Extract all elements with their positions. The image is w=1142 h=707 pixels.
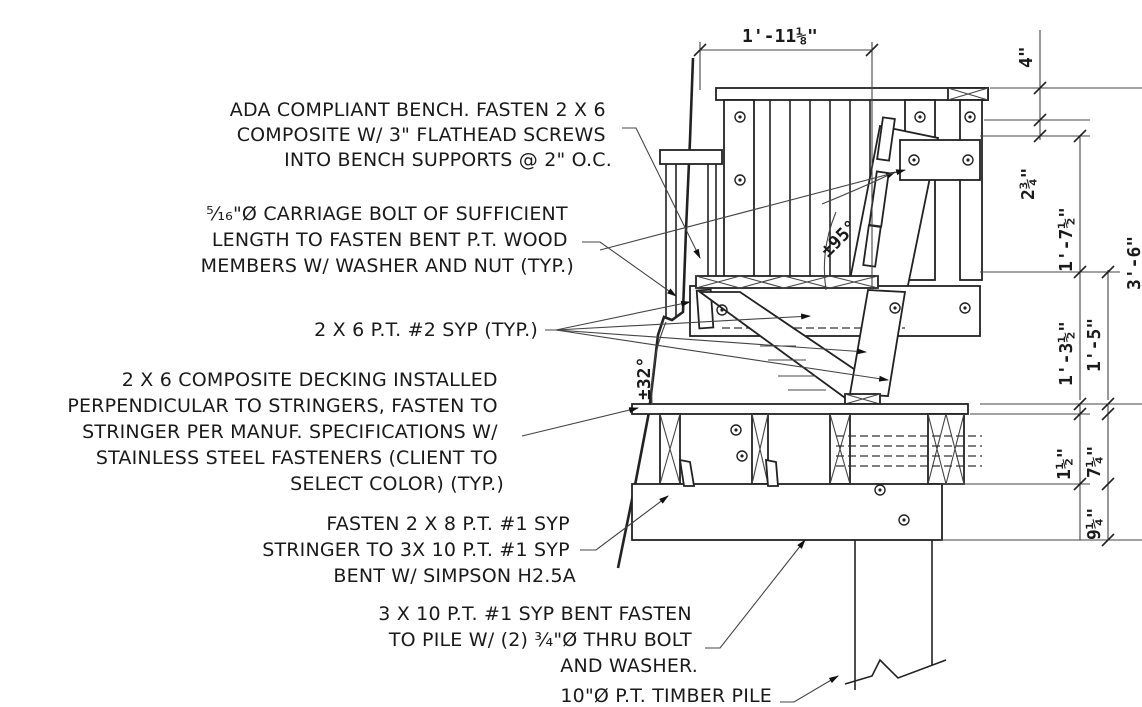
seat-slats	[695, 275, 879, 289]
vertical-seat-leg	[848, 289, 907, 397]
note-bench: ADA COMPLIANT BENCH. FASTEN 2 X 6 COMPOS…	[230, 99, 612, 171]
note-stringer: FASTEN 2 X 8 P.T. #1 SYP STRINGER TO 3X …	[262, 513, 576, 587]
back-post-right	[959, 99, 983, 281]
leader-bench	[622, 127, 701, 259]
leader-decking	[521, 407, 639, 437]
angle-seat: ±32°	[634, 357, 655, 400]
note-pile: 10"Ø P.T. TIMBER PILE	[560, 685, 772, 707]
leader-pile	[780, 675, 839, 703]
dim-9-1-4: 9¼"	[1084, 507, 1105, 540]
structure	[616, 57, 989, 690]
leader-stringer	[580, 495, 669, 551]
left-frame-rail	[659, 149, 723, 165]
note-carriage-bolt: ⁵⁄₁₆"Ø CARRIAGE BOLT OF SUFFICIENT LENGT…	[201, 203, 574, 277]
note-syp: 2 X 6 P.T. #2 SYP (TYP.)	[314, 319, 538, 341]
dim-1-3-1-2: 1'-3½"	[1056, 321, 1077, 386]
notes: ADA COMPLIANT BENCH. FASTEN 2 X 6 COMPOS…	[67, 99, 772, 707]
dim-1-5: 1'-5"	[1084, 318, 1105, 372]
dim-4: 4"	[1016, 46, 1037, 68]
dimensions: 1'-11⅛" 4" 2¾" 1'-7½" 3'-6" 1'-	[634, 26, 1142, 547]
bent-beam	[631, 483, 943, 541]
hurricane-tie-left	[678, 458, 696, 487]
composite-decking	[631, 403, 969, 415]
leaders	[521, 127, 906, 703]
left-edge-line	[616, 57, 695, 569]
leader-bent	[705, 539, 806, 649]
pile-break	[844, 658, 947, 685]
dim-1-1-2: 1½"	[1054, 447, 1075, 480]
hurricane-tie-right	[765, 458, 779, 487]
leader-carriage-bolt	[582, 241, 677, 297]
dim-top-width: 1'-11⅛"	[742, 26, 818, 47]
note-decking: 2 X 6 COMPOSITE DECKING INSTALLED PERPEN…	[67, 369, 504, 495]
back-post-left	[723, 99, 755, 281]
stringer-right	[927, 413, 965, 485]
bolts	[716, 111, 976, 526]
dim-1-7-1-2: 1'-7½"	[1056, 207, 1077, 272]
leader-syp	[545, 300, 691, 331]
dim-2-3-4: 2¾"	[1018, 167, 1039, 200]
dim-7-1-4: 7¼"	[1084, 445, 1105, 478]
note-bent: 3 X 10 P.T. #1 SYP BENT FASTEN TO PILE W…	[378, 603, 698, 677]
dim-3-6: 3'-6"	[1124, 236, 1142, 290]
